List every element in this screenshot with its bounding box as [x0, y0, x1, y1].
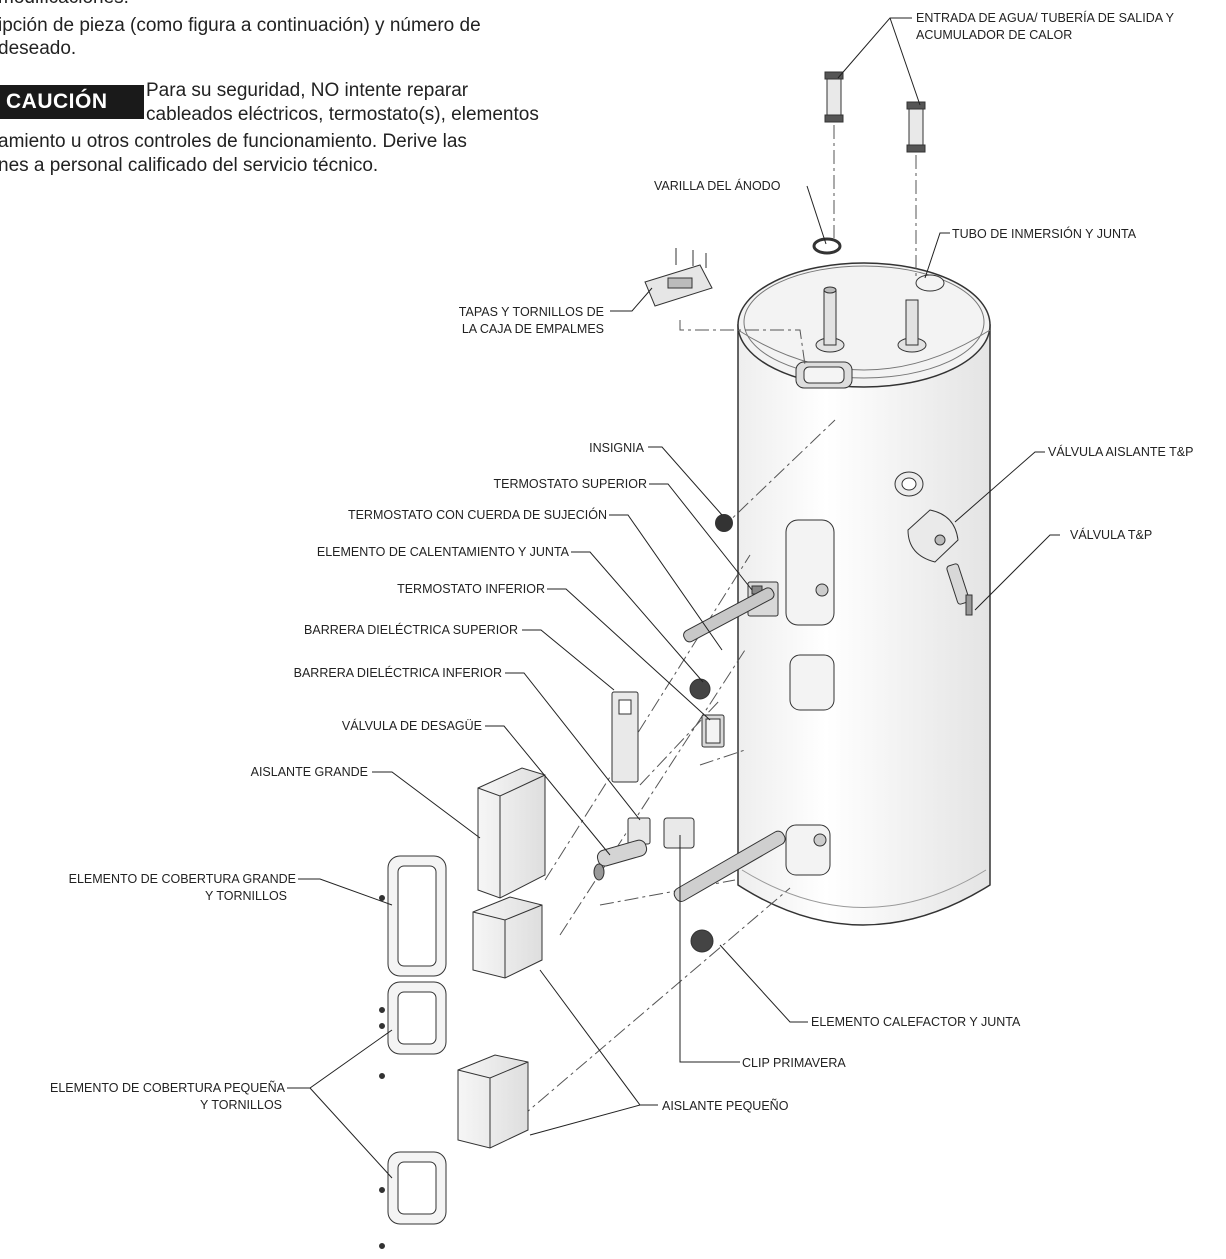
label-lower-barrier: BARRERA DIELÉCTRICA INFERIOR	[294, 665, 502, 680]
leader-lines	[287, 17, 1060, 1179]
insignia-badge	[715, 514, 733, 532]
label-water-inlet-2: ACUMULADOR DE CALOR	[916, 28, 1072, 42]
label-large-insulation: AISLANTE GRANDE	[251, 765, 368, 779]
anode-washer	[812, 237, 842, 255]
caution-line-1: Para su seguridad, NO intente reparar	[146, 80, 469, 101]
label-dip-tube: TUBO DE INMERSIÓN Y JUNTA	[952, 226, 1137, 241]
intro-line-2: ipción de pieza (como figura a continuac…	[0, 15, 481, 36]
drain-valve	[593, 839, 648, 881]
caution-line-4: nes a personal calificado del servicio t…	[0, 155, 379, 176]
label-small-cover-1: ELEMENTO DE COBERTURA PEQUEÑA	[50, 1081, 286, 1095]
water-inlet-nipples	[824, 71, 926, 153]
label-tp-valve: VÁLVULA T&P	[1070, 527, 1152, 542]
label-upper-thermostat: TERMOSTATO SUPERIOR	[494, 477, 648, 491]
label-lower-thermostat: TERMOSTATO INFERIOR	[397, 582, 545, 596]
part-labels: ENTRADA DE AGUA/ TUBERÍA DE SALIDA Y ACU…	[50, 10, 1193, 1113]
caution-line-2: cableados eléctricos, termostato(s), ele…	[146, 104, 539, 125]
label-water-inlet-1: ENTRADA DE AGUA/ TUBERÍA DE SALIDA Y	[916, 10, 1175, 25]
label-insignia: INSIGNIA	[589, 441, 645, 455]
label-large-cover-1: ELEMENTO DE COBERTURA GRANDE	[69, 872, 296, 886]
label-tp-insulator: VÁLVULA AISLANTE T&P	[1048, 444, 1193, 459]
label-junction-box-2: LA CAJA DE EMPALMES	[462, 322, 604, 336]
label-small-insulation: AISLANTE PEQUEÑO	[662, 1099, 789, 1113]
tp-valve-assembly	[894, 471, 973, 616]
insulation-blocks	[457, 767, 546, 1149]
label-thermostat-strap: TERMOSTATO CON CUERDA DE SUJECIÓN	[348, 507, 607, 522]
junction-box-cover	[644, 248, 713, 307]
dielectric-barriers	[611, 691, 695, 849]
upper-heating-element	[683, 587, 775, 700]
label-drain-valve: VÁLVULA DE DESAGÜE	[342, 718, 482, 733]
label-heating-element-lower: ELEMENTO CALEFACTOR Y JUNTA	[811, 1015, 1021, 1029]
label-large-cover-2: Y TORNILLOS	[205, 889, 287, 903]
label-upper-barrier: BARRERA DIELÉCTRICA SUPERIOR	[304, 622, 518, 637]
cover-plates	[379, 855, 447, 1249]
caution-badge: CAUCIÓN	[0, 85, 144, 119]
label-small-cover-2: Y TORNILLOS	[200, 1098, 282, 1112]
label-spring-clip: CLIP PRIMAVERA	[742, 1056, 846, 1070]
label-anode-rod: VARILLA DEL ÁNODO	[654, 178, 781, 193]
lower-heating-element	[673, 830, 786, 953]
label-heating-element-upper: ELEMENTO DE CALENTAMIENTO Y JUNTA	[317, 545, 570, 559]
water-heater-tank	[737, 262, 991, 926]
access-panels	[785, 519, 835, 876]
intro-line-1: modificaciones.	[0, 0, 129, 9]
top-fittings	[795, 274, 945, 389]
caution-line-3: amiento u otros controles de funcionamie…	[0, 131, 467, 152]
assembly-center-lines	[499, 125, 917, 1136]
label-junction-box-1: TAPAS Y TORNILLOS DE	[459, 305, 604, 319]
intro-line-3: deseado.	[0, 38, 77, 59]
